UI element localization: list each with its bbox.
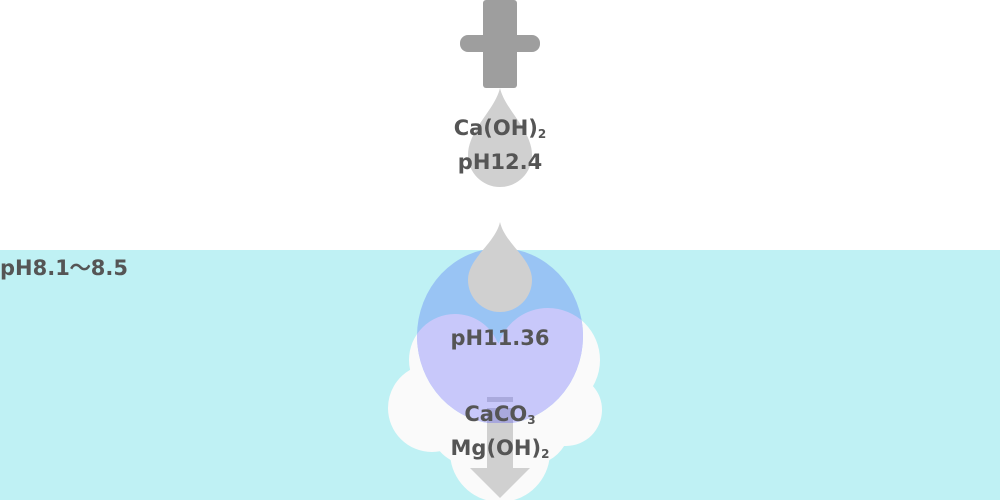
falling-drop [468,88,532,187]
additive-label: Ca(OH)2 pH12.4 [400,114,600,176]
sink-arrow-icon [470,468,530,498]
pipe-crossbar [460,35,540,52]
caco3-subscript: 3 [527,413,536,427]
arrow-shaft-hint [487,397,513,402]
precipitate-mgoh2: Mg(OH) [450,436,542,460]
additive-subscript: 2 [537,127,547,141]
precipitate-caco3: CaCO [464,402,528,426]
precipitate-label: CaCO3 Mg(OH)2 [400,400,600,468]
entering-drop [468,222,532,312]
mgoh2-subscript: 2 [541,447,550,461]
seawater-ph-label: pH8.1〜8.5 [0,256,129,280]
additive-ph: pH12.4 [457,150,543,174]
additive-name: Ca(OH) [453,116,538,140]
reaction-ph-label: pH11.36 [450,326,550,350]
